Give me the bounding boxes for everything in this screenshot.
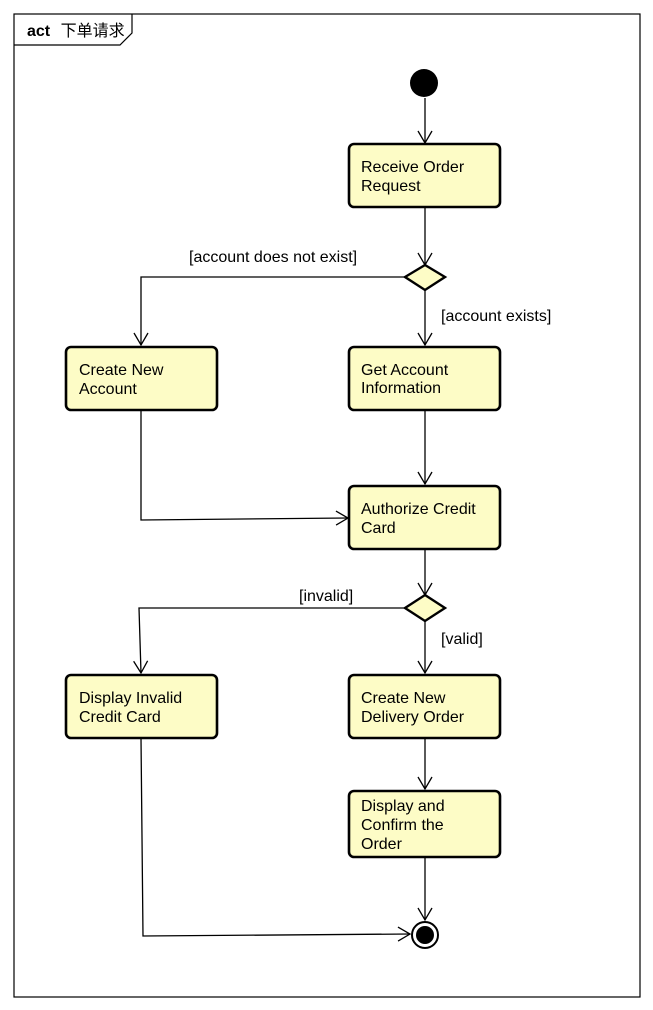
flow-display-invalid-to-end	[140, 737, 412, 942]
decision-card-valid	[402, 593, 448, 623]
svg-text:Get Account Information: Get Account Information	[361, 362, 453, 397]
action-create-account: Create New Account	[64, 345, 219, 412]
svg-text:Create New Account: Create New Account	[79, 362, 168, 398]
action-display-confirm-line1: Display and	[361, 798, 445, 815]
guard-account-not-exist: [account does not exist]	[189, 249, 357, 266]
action-display-invalid: Display Invalid Credit Card	[64, 673, 219, 740]
action-authorize-card-line1: Authorize Credit	[361, 501, 476, 518]
action-create-delivery-line1: Create New	[361, 690, 446, 707]
control-flows	[133, 98, 433, 942]
guard-valid: [valid]	[441, 631, 483, 648]
action-display-confirm-line3: Order	[361, 836, 403, 853]
final-node	[411, 921, 439, 949]
action-receive-order: Receive Order Request	[347, 142, 502, 209]
svg-text:Receive Order Request: Receive Order Request	[361, 159, 469, 195]
action-display-invalid-line2: Credit Card	[79, 709, 161, 726]
action-get-account: Get Account Information	[347, 345, 502, 412]
frame-name: 下单请求	[61, 22, 125, 40]
decision-account-exists	[402, 263, 448, 292]
flow-decision2-to-display-invalid	[133, 607, 405, 675]
guard-invalid: [invalid]	[299, 588, 353, 605]
svg-text:Display and Confirm the: Display and Confirm the Order	[361, 798, 449, 853]
action-create-account-line2: Account	[79, 381, 137, 398]
action-create-account-line1: Create New	[79, 362, 164, 379]
action-display-confirm: Display and Confirm the Order	[347, 789, 502, 859]
diagram-frame: act 下单请求	[13, 13, 641, 998]
action-create-delivery-line2: Delivery Order	[361, 709, 465, 726]
flow-create-account-to-authorize	[140, 410, 350, 526]
action-display-invalid-line1: Display Invalid	[79, 690, 182, 707]
svg-text:Display Invalid Credit C: Display Invalid Credit Card	[79, 690, 187, 726]
guard-account-exists: [account exists]	[441, 308, 551, 325]
initial-node	[410, 69, 438, 97]
action-receive-order-line2: Request	[361, 178, 421, 195]
action-receive-order-line1: Receive Order	[361, 159, 465, 176]
action-get-account-line2: Information	[361, 380, 441, 397]
action-authorize-card-line2: Card	[361, 520, 396, 537]
action-create-delivery: Create New Delivery Order	[347, 673, 502, 740]
frame-label: act 下单请求	[27, 22, 125, 40]
svg-text:Create New Delivery Orde: Create New Delivery Order	[361, 690, 465, 726]
action-get-account-line1: Get Account	[361, 362, 449, 379]
action-authorize-card: Authorize Credit Card	[347, 484, 502, 551]
svg-text:Authorize Credit Card: Authorize Credit Card	[361, 501, 480, 537]
frame-keyword: act	[27, 23, 51, 40]
flow-decision1-to-create-account	[133, 276, 405, 347]
action-display-confirm-line2: Confirm the	[361, 817, 444, 834]
